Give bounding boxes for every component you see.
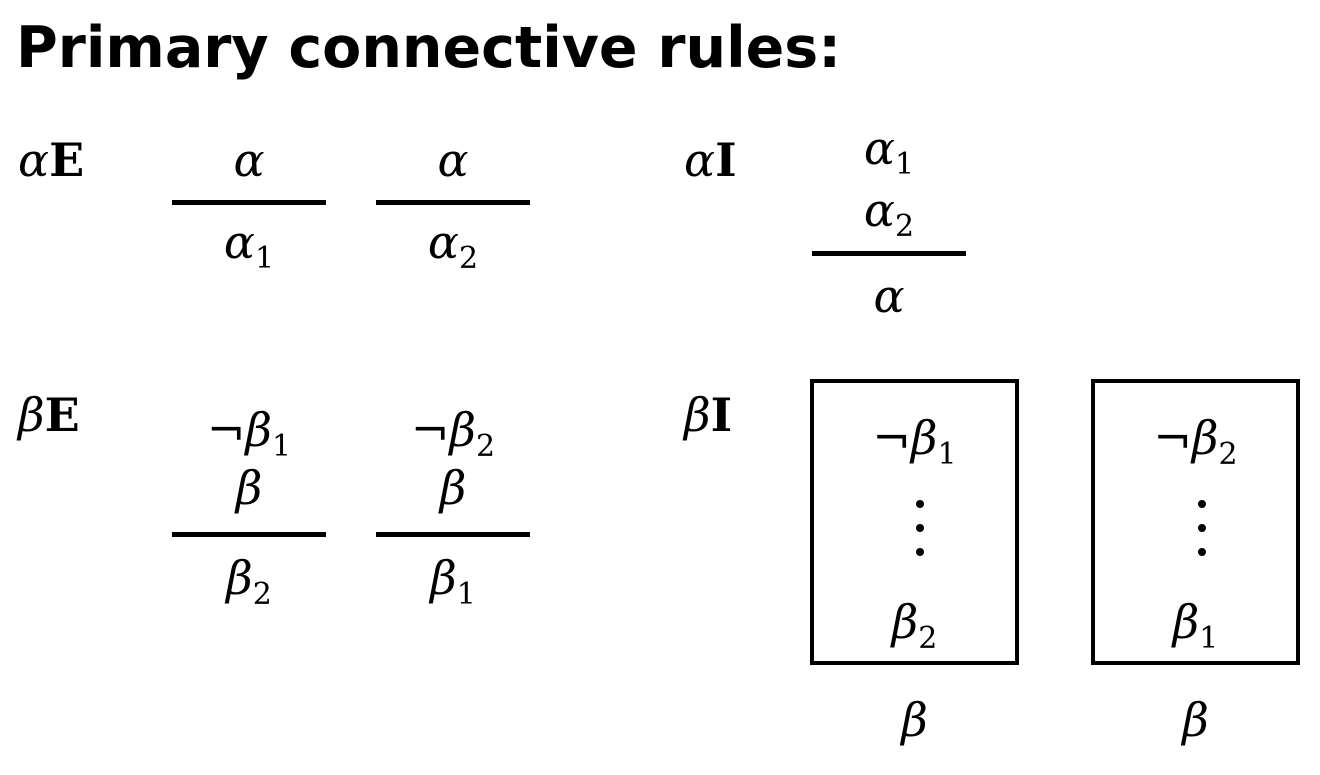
- vertical-ellipsis-icon: [916, 500, 924, 560]
- beta-elim-right-premise-1: ¬β2: [410, 403, 496, 464]
- beta-intro-conclusion-1: β: [901, 693, 928, 747]
- beta-intro-conclusion-2: β: [1182, 693, 1209, 747]
- beta-elim-left-premise-1: ¬β1: [206, 403, 292, 464]
- alpha-elim-right-premise: α: [437, 133, 469, 187]
- vertical-ellipsis-icon: [1198, 500, 1206, 560]
- subproof-box-1: [810, 379, 1019, 665]
- alpha-elim-left-conclusion: α1: [223, 215, 275, 276]
- rule-type-letter: E: [49, 133, 85, 187]
- beta-elim-left-premise-2: β: [235, 461, 263, 515]
- rule-greek-letter: β: [18, 388, 45, 442]
- subproof-2-assumption: ¬β2: [1153, 411, 1238, 472]
- subproof-1-assumption: ¬β1: [872, 411, 957, 472]
- beta-elim-rule-name: βE: [18, 385, 80, 445]
- inference-line: [172, 532, 326, 537]
- alpha-intro-premise-2: α2: [863, 183, 915, 244]
- beta-elim-left-conclusion: β2: [226, 551, 272, 612]
- inference-line: [376, 532, 530, 537]
- subproof-2-result: β1: [1172, 595, 1219, 656]
- rule-type-letter: I: [710, 388, 733, 442]
- page-title: Primary connective rules:: [16, 15, 841, 81]
- alpha-intro-rule-name: αI: [684, 130, 737, 190]
- beta-elim-right-conclusion: β1: [430, 551, 476, 612]
- beta-elim-right-premise-2: β: [439, 461, 467, 515]
- inference-line: [812, 251, 966, 256]
- alpha-elim-right-conclusion: α2: [427, 215, 479, 276]
- subproof-box-2: [1091, 379, 1300, 665]
- alpha-elim-rule-name: αE: [18, 130, 84, 190]
- alpha-intro-premise-1: α1: [863, 121, 915, 182]
- rule-type-letter: E: [44, 388, 80, 442]
- inference-line: [172, 200, 326, 205]
- rule-greek-letter: β: [684, 388, 711, 442]
- rule-greek-letter: α: [18, 133, 50, 187]
- rule-greek-letter: α: [684, 133, 716, 187]
- subproof-1-result: β2: [891, 595, 938, 656]
- inference-line: [376, 200, 530, 205]
- beta-intro-rule-name: βI: [684, 385, 732, 445]
- rule-type-letter: I: [715, 133, 737, 187]
- alpha-elim-left-premise: α: [233, 133, 265, 187]
- alpha-intro-conclusion: α: [873, 269, 905, 323]
